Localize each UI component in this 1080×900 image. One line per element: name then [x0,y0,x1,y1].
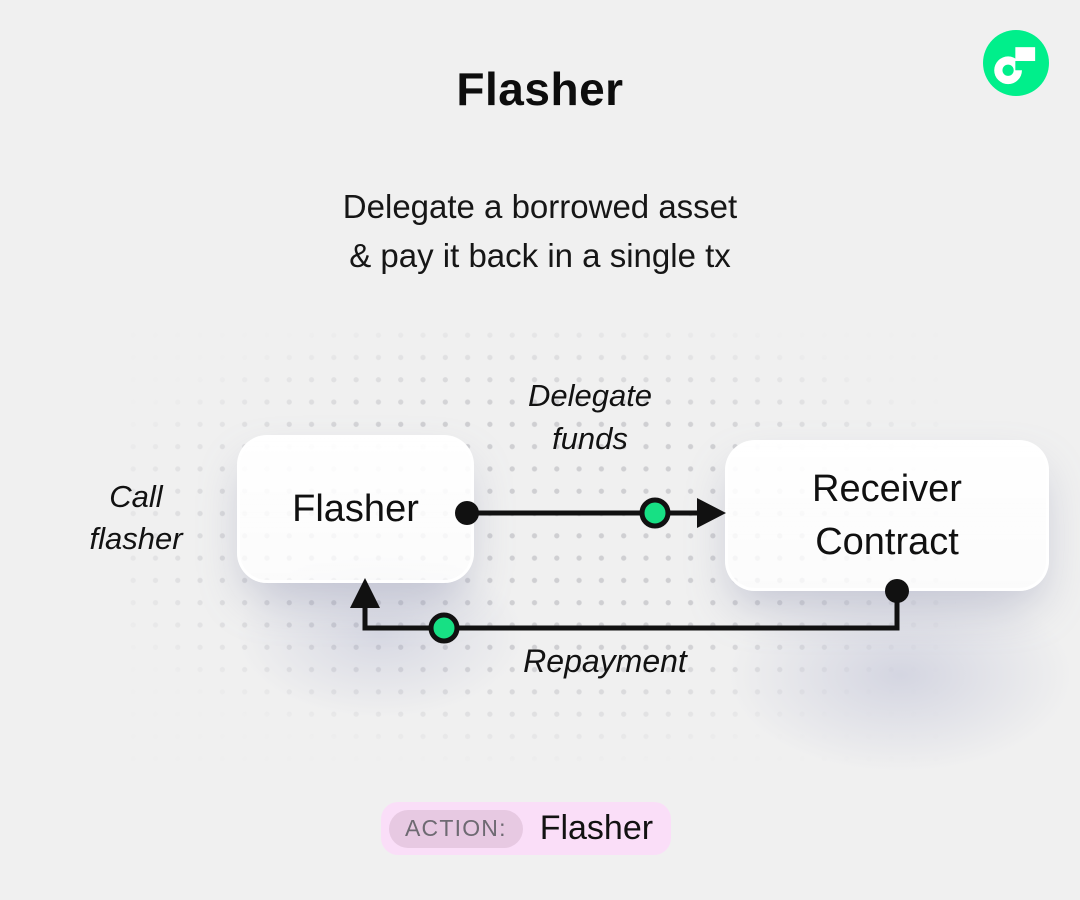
node-receiver-contract: Receiver Contract [725,440,1049,591]
page-title: Flasher [456,63,624,115]
node-flasher: Flasher [237,435,474,583]
flow-logo-icon [983,30,1049,96]
node-receiver-label-line1: Receiver [812,467,962,510]
page-subtitle: Delegate a borrowed asset & pay it back … [0,182,1080,280]
action-badge-chip: ACTION: [389,809,523,848]
action-badge: ACTION: Flasher [381,802,672,855]
arrowhead-up-icon [350,578,380,608]
edge-start-dot [455,501,479,525]
node-receiver-label-line2: Contract [815,520,959,563]
edge-delegate-funds [455,497,726,529]
subtitle-line-1: Delegate a borrowed asset [342,188,738,225]
edge-start-dot [885,579,909,603]
arrowhead-right-icon [697,498,726,528]
green-token-dot [428,612,460,644]
green-token-dot [639,497,671,529]
node-flasher-label: Flasher [292,487,419,530]
subtitle-line-2: & pay it back in a single tx [349,237,731,274]
label-delegate-funds: Delegate funds [527,378,653,456]
label-repayment: Repayment [523,643,687,679]
edge-repayment [350,578,909,644]
label-call-flasher: Call flasher [89,479,183,556]
action-badge-value: Flasher [539,809,654,847]
